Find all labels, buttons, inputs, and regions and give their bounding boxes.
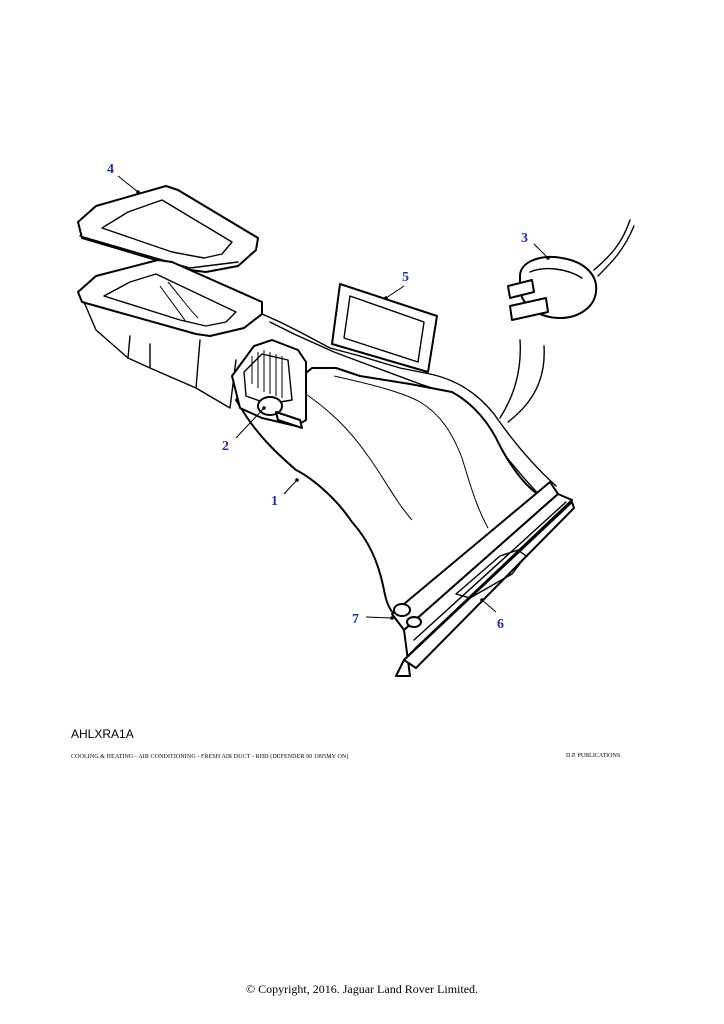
part-3-sensor xyxy=(499,219,635,423)
callout-7: 7 xyxy=(352,612,359,627)
callout-6: 6 xyxy=(497,617,504,632)
illustration-code: AHLXRA1A xyxy=(71,727,134,741)
publisher-label: D.P. PUBLICATIONS xyxy=(566,753,621,759)
part-7-drain-tube xyxy=(393,603,422,628)
part-5-filter-frame xyxy=(331,283,438,373)
copyright-notice: © Copyright, 2016. Jaguar Land Rover Lim… xyxy=(245,982,479,996)
part-1-fresh-air-duct xyxy=(77,259,573,677)
callout-4: 4 xyxy=(107,162,114,177)
part-6-gasket xyxy=(403,501,575,669)
callout-5: 5 xyxy=(402,270,409,285)
callout-2: 2 xyxy=(222,439,229,454)
part-4-gasket xyxy=(77,185,259,273)
part-2-servo-motor xyxy=(231,339,307,429)
callout-3: 3 xyxy=(521,231,528,246)
callout-1: 1 xyxy=(271,494,278,509)
diagram-caption: COOLING & HEATING - AIR CONDITIONING - F… xyxy=(71,754,349,760)
leader-lines xyxy=(117,175,550,620)
